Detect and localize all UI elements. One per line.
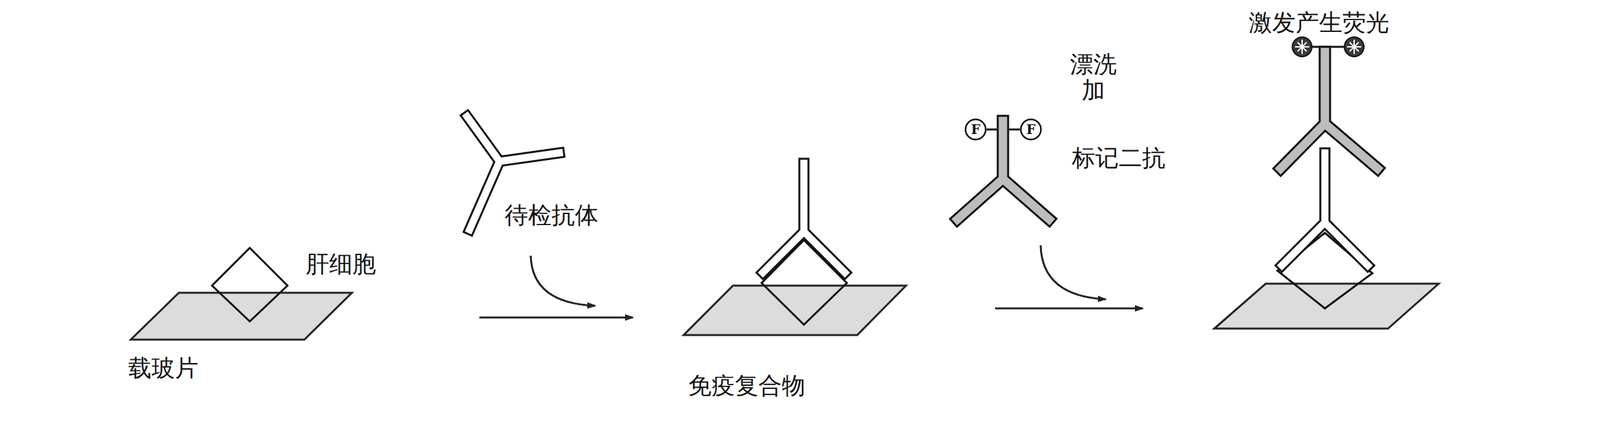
fluorescence-dot bbox=[1292, 37, 1364, 57]
marker-letter: F bbox=[971, 121, 981, 138]
process-arrow bbox=[995, 307, 1143, 310]
bound-secondary-antibody bbox=[1280, 46, 1378, 169]
curved-arrow bbox=[1040, 245, 1106, 300]
caption-label: 标记二抗 bbox=[1071, 144, 1166, 172]
liver-cell bbox=[1277, 232, 1373, 309]
marker-letter: F bbox=[1026, 121, 1036, 138]
bound-antibody bbox=[762, 163, 845, 273]
caption-label: 载玻片 bbox=[128, 354, 199, 382]
caption-label: 待检抗体 bbox=[504, 201, 599, 229]
caption-label: 肝细胞 bbox=[305, 250, 376, 278]
label-circle: F bbox=[964, 118, 987, 141]
glass-slide bbox=[683, 285, 907, 335]
liver-cell bbox=[212, 247, 288, 322]
liver-cell bbox=[761, 240, 847, 325]
caption-label: 激发产生荧光 bbox=[1248, 9, 1390, 36]
glass-slide bbox=[130, 292, 352, 340]
process-arrow bbox=[479, 316, 633, 319]
bound-antibody bbox=[1281, 152, 1368, 266]
curved-arrow bbox=[530, 255, 596, 306]
caption-label: 加 bbox=[1081, 76, 1106, 104]
caption-label: 漂洗 bbox=[1069, 50, 1117, 78]
labelled-secondary-antibody bbox=[957, 120, 1050, 220]
label-circle: F bbox=[1019, 118, 1042, 141]
caption-label: 免疫复合物 bbox=[688, 372, 806, 399]
